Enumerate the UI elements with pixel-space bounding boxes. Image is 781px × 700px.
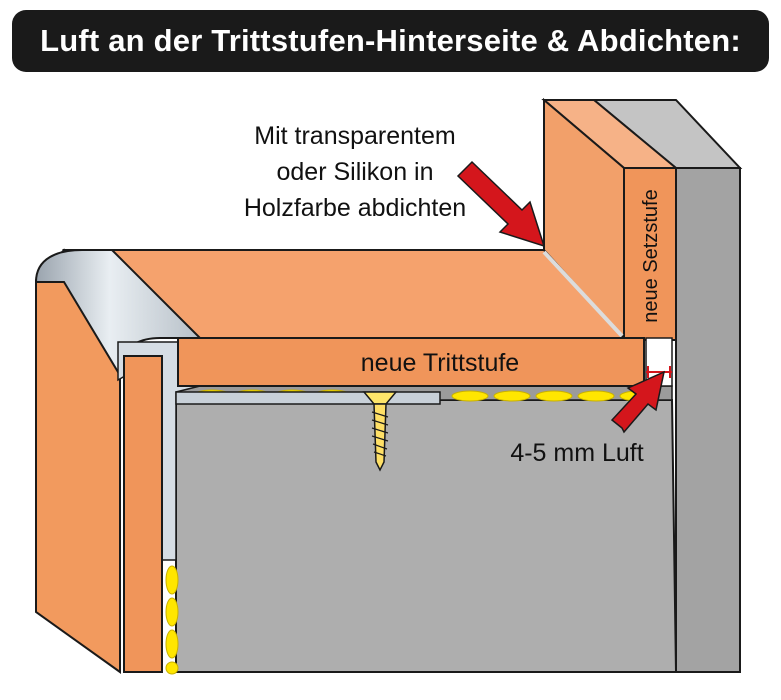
gap-label: 4-5 mm Luft <box>510 439 643 467</box>
new-tread-label: neue Trittstufe <box>361 349 519 377</box>
concrete-step <box>175 385 678 673</box>
page-title: Luft an der Trittstufen-Hinterseite & Ab… <box>40 23 741 58</box>
seal-note-line-1: Mit transparentem <box>254 122 455 150</box>
front-vertical-board <box>123 355 163 673</box>
screw-icon <box>362 391 398 472</box>
concrete-wall-back <box>591 99 743 673</box>
red-arrow-icon <box>456 160 546 248</box>
title-banner: Luft an der Trittstufen-Hinterseite & Ab… <box>12 10 769 72</box>
silicone-seal-line <box>542 250 624 338</box>
seal-note-line-3: Holzfarbe abdichten <box>244 194 466 222</box>
new-riser-label: neue Setzstufe <box>640 189 662 322</box>
new-riser-board <box>541 97 679 341</box>
seal-note-line-2: oder Silikon in <box>276 158 433 186</box>
red-arrow-icon <box>610 370 666 434</box>
adhesive-dots-vertical <box>165 565 179 675</box>
